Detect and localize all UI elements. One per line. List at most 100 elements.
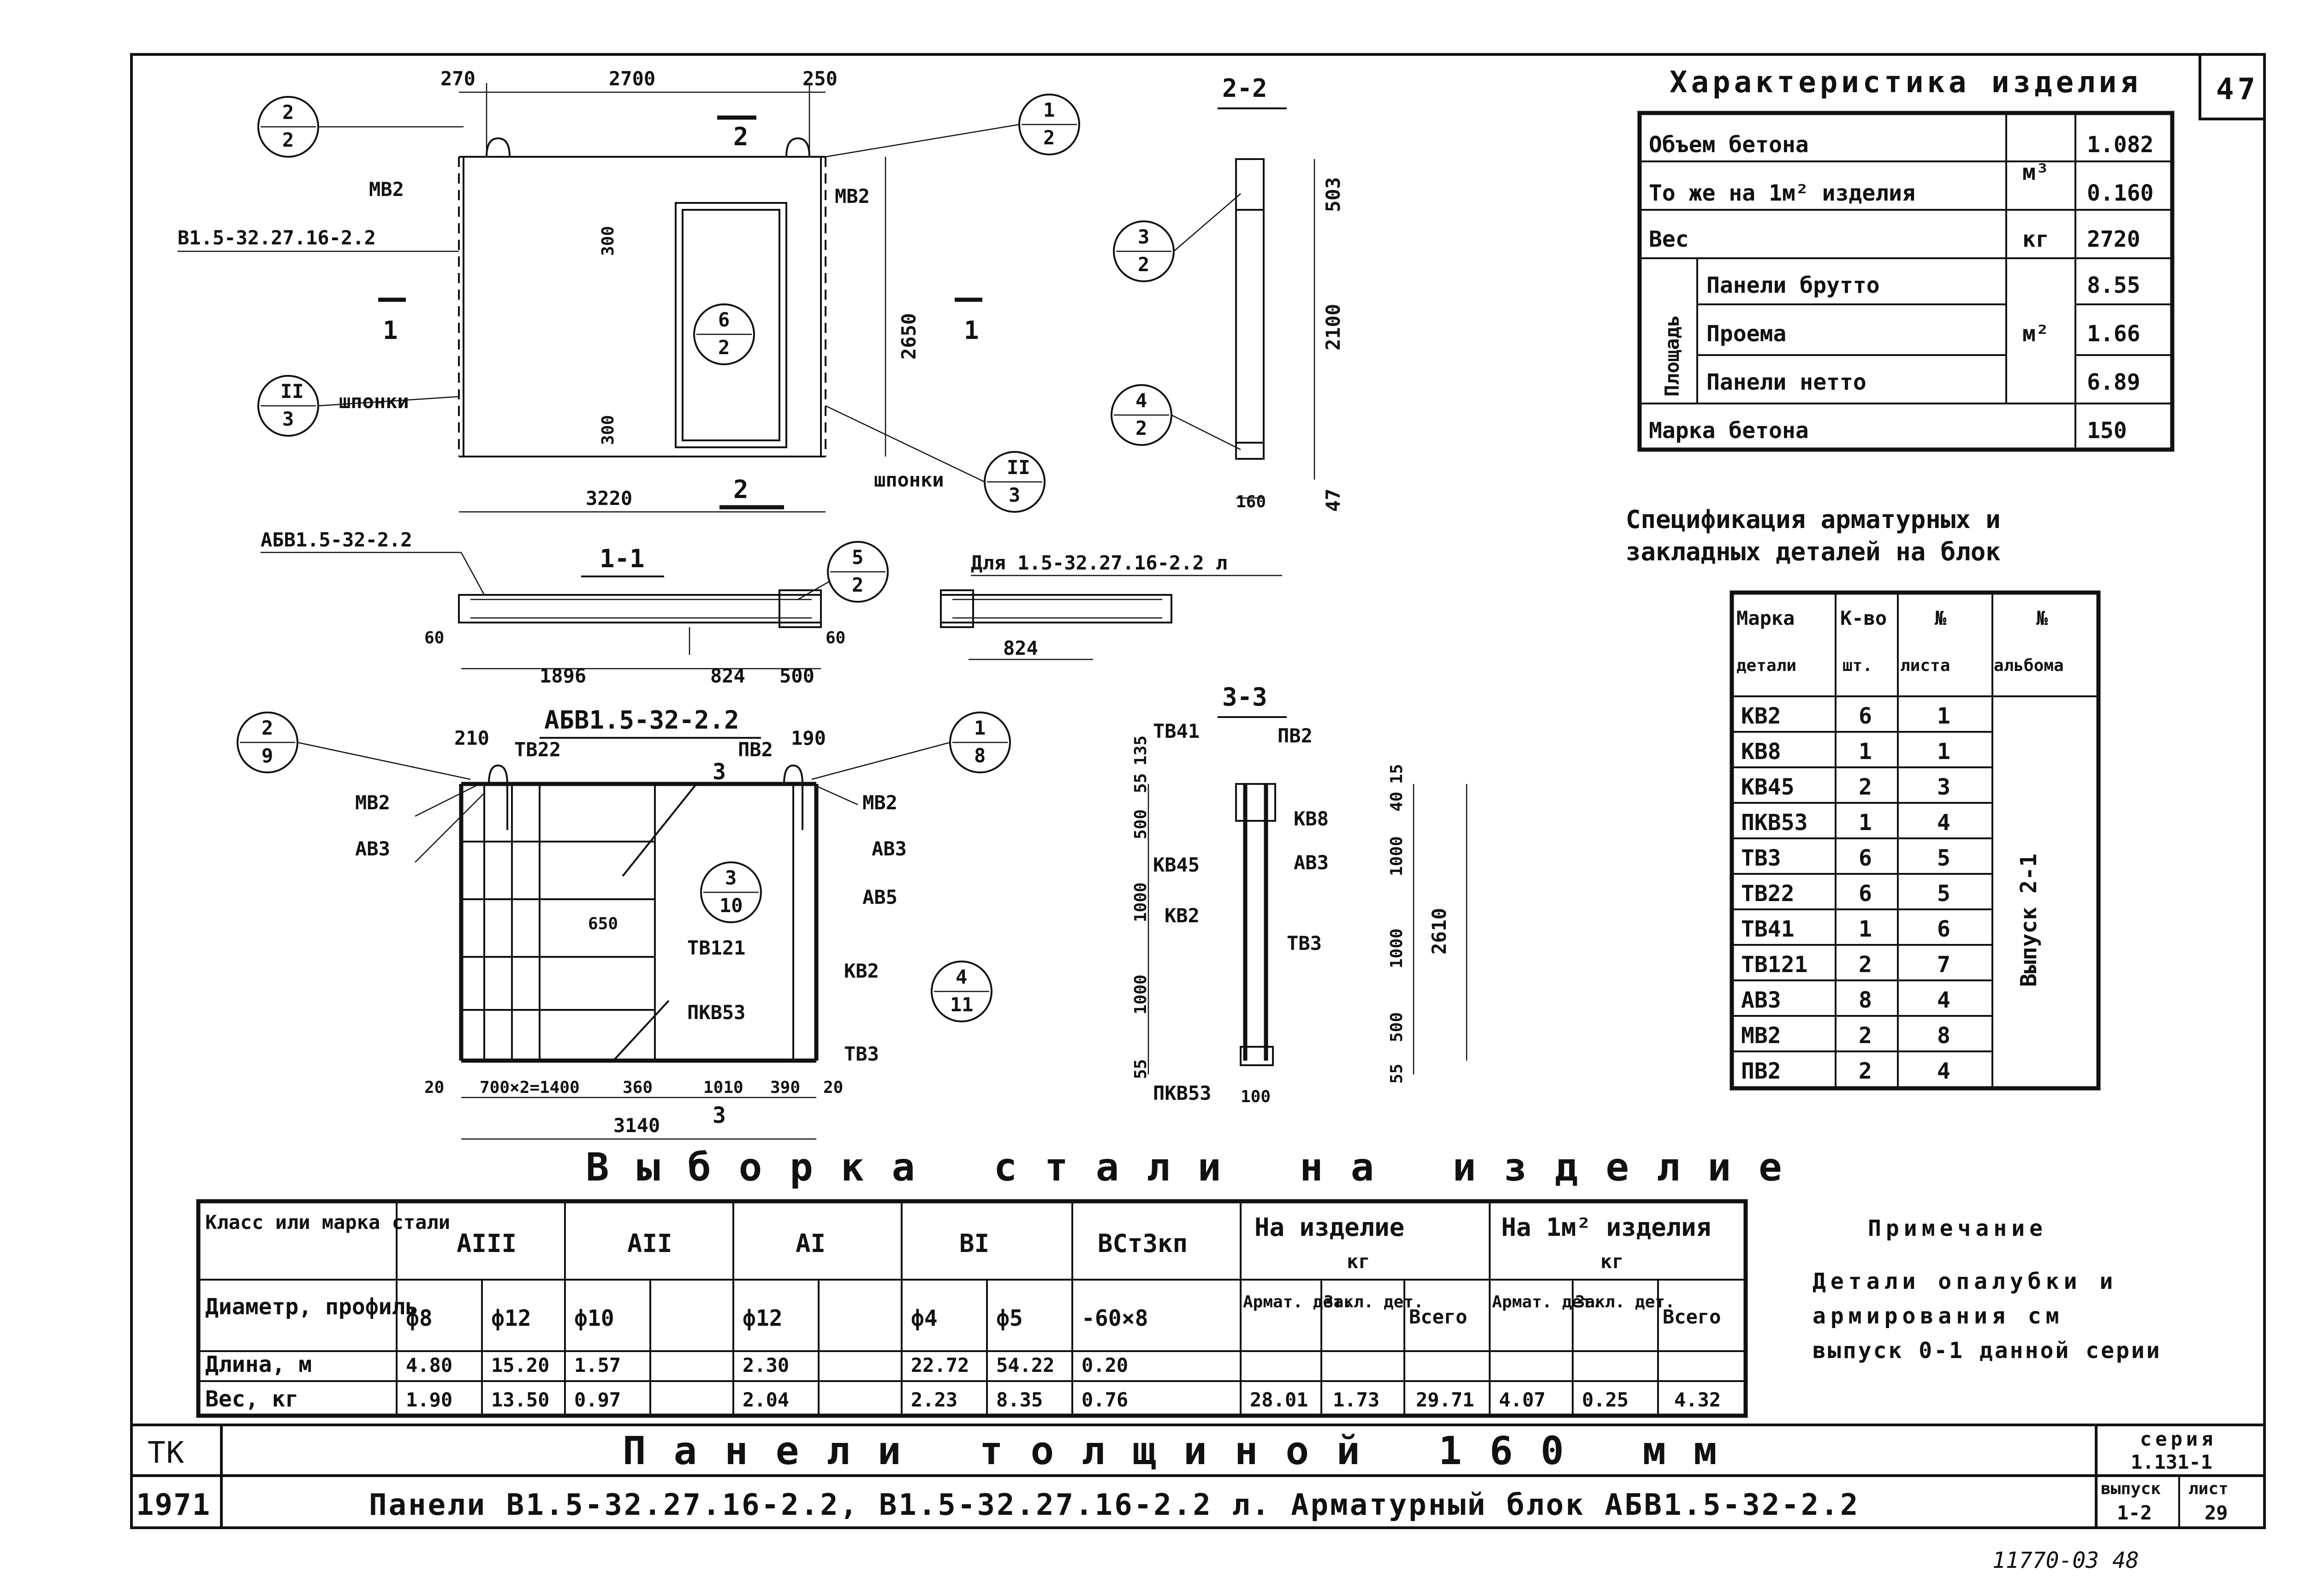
spec-cell-qty: 1 <box>1859 916 1872 942</box>
s22-dim-2: 47 <box>1322 488 1344 512</box>
steel-cell-diameters: ф5 <box>996 1305 1023 1331</box>
spec-cell-mark: ТВ41 <box>1741 916 1795 942</box>
block-label-pkv53: ПКВ53 <box>687 1001 745 1024</box>
elev-dim-bottom: 3220 <box>586 487 632 510</box>
steel-cell-weights: 8.35 <box>996 1388 1043 1411</box>
callout-circle: 4 2 <box>1111 384 1172 446</box>
section-l-drawing <box>940 589 1172 660</box>
block-dim-bottom-3: 1010 <box>703 1078 743 1097</box>
char-value-3: 8.55 <box>2087 273 2140 298</box>
sheet-number-box <box>2199 53 2266 120</box>
callout-circle: II 3 <box>984 451 1046 513</box>
spec-h-qty1: К-во <box>1840 607 1887 629</box>
block-label-tv3: ТВ3 <box>844 1043 879 1065</box>
svg-text:3: 3 <box>725 866 737 889</box>
spec-cell-mark: ТВ22 <box>1741 881 1795 907</box>
svg-text:2: 2 <box>262 717 273 739</box>
tb-series-label: серия <box>2140 1428 2217 1450</box>
steel-cell-diameters: ф12 <box>743 1305 783 1331</box>
s33-dim-bottom: 100 <box>1241 1087 1271 1106</box>
tb-sheet-label: лист <box>2188 1479 2229 1498</box>
steel-weight-label: Вес, кг <box>205 1386 298 1412</box>
tb-subtitle: Панели В1.5-32.27.16-2.2, В1.5-32.27.16-… <box>369 1488 1860 1522</box>
spec-h-qty2: шт. <box>1842 656 1872 675</box>
spec-cell-sheet: 5 <box>1937 845 1950 871</box>
s33-dim-right-2: 1000 <box>1387 836 1406 876</box>
spec-cell-qty: 2 <box>1859 1023 1872 1049</box>
note-line-1: армирования см <box>1813 1303 2064 1329</box>
steel-cell-lengths: 54.22 <box>996 1354 1054 1376</box>
elev-dim-height: 2650 <box>897 313 920 360</box>
char-unit-0: м³ <box>2022 160 2049 185</box>
spec-cell-qty: 1 <box>1859 810 1872 836</box>
elev-label-mv2-left: МВ2 <box>369 178 404 201</box>
per-item-val-0: 28.01 <box>1250 1388 1308 1411</box>
s33-label-tv3: ТВ3 <box>1287 932 1322 955</box>
s22-dim-0: 503 <box>1322 177 1344 212</box>
elev-dim-top-0: 270 <box>440 67 475 90</box>
char-label-5: Панели нетто <box>1706 369 1866 395</box>
steel-cell-diameters: ф10 <box>574 1305 614 1331</box>
block-title: АБВ1.5-32-2.2 <box>544 706 739 735</box>
spec-cell-mark: ТВ121 <box>1741 952 1808 978</box>
spec-h-mark2: детали <box>1736 656 1796 675</box>
section-11-drawing <box>458 589 822 670</box>
s33-dim-left-0: 55 <box>1131 773 1150 793</box>
note-line-0: Детали опалубки и <box>1813 1269 2117 1294</box>
s33-dim-left-2: 500 <box>1131 809 1150 839</box>
spec-cell-sheet: 1 <box>1937 703 1950 729</box>
s11-dim-2: 824 <box>710 665 745 687</box>
spec-cell-qty: 6 <box>1859 881 1872 907</box>
block-dim-bottom-4: 390 <box>770 1078 800 1097</box>
steel-cell-lengths: 15.20 <box>491 1354 549 1376</box>
characteristics-title: Характеристика изделия <box>1670 65 2142 100</box>
per-m2-h-0: Армат. дет. <box>1492 1293 1602 1311</box>
s11-dim-4: 60 <box>826 629 845 647</box>
spec-title-2: закладных деталей на блок <box>1626 537 2001 566</box>
spec-cell-mark: КВ2 <box>1741 703 1781 729</box>
svg-text:1: 1 <box>1043 99 1055 121</box>
spec-cell-sheet: 1 <box>1937 739 1950 765</box>
per-item-kg: кг <box>1347 1250 1370 1273</box>
s-l-dim: 824 <box>1003 637 1038 659</box>
block-label-mv2-right: МВ2 <box>862 791 897 814</box>
block-label-mv2-left: МВ2 <box>355 791 390 814</box>
s33-dim-right-4: 500 <box>1387 1012 1406 1042</box>
spec-cell-qty: 2 <box>1859 774 1872 800</box>
spec-title-1: Спецификация арматурных и <box>1626 505 2001 534</box>
tb-year: 1971 <box>136 1488 211 1522</box>
steel-class-3: ВI <box>959 1229 989 1258</box>
char-value-1: 0.160 <box>2087 180 2154 206</box>
block-label-pv2: ПВ2 <box>738 738 773 761</box>
svg-text:II: II <box>280 380 304 403</box>
spec-cell-mark: ПВ2 <box>1741 1058 1781 1084</box>
svg-text:2: 2 <box>718 336 730 359</box>
spec-cell-qty: 1 <box>1859 739 1872 765</box>
section-mark-2-top: 2 <box>733 122 749 151</box>
steel-cell-weights: 0.97 <box>574 1388 621 1411</box>
spec-h-sheet1: № <box>1934 607 1946 629</box>
section-22-drawing <box>1235 158 1315 499</box>
s22-dim-1: 2100 <box>1322 304 1344 350</box>
s11-block-label: АБВ1.5-32-2.2 <box>261 528 412 551</box>
block-dim-bottom-0: 20 <box>424 1078 444 1097</box>
callout-circle: 2 9 <box>237 712 298 773</box>
block-dim-bottom-1: 700×2=1400 <box>480 1078 580 1097</box>
spec-cell-sheet: 3 <box>1937 774 1950 800</box>
s11-dim-0: 60 <box>424 629 444 647</box>
svg-text:2: 2 <box>1135 417 1147 439</box>
spec-cell-sheet: 4 <box>1937 987 1950 1013</box>
spec-cell-mark: КВ45 <box>1741 774 1795 800</box>
spec-cell-sheet: 5 <box>1937 881 1950 907</box>
svg-text:3: 3 <box>1009 484 1020 506</box>
spec-cell-mark: МВ2 <box>1741 1023 1781 1049</box>
svg-text:11: 11 <box>950 993 974 1016</box>
tb-sheet-value: 29 <box>2205 1501 2228 1524</box>
steel-cell-diameters: ф12 <box>491 1305 531 1331</box>
per-item-h-0: Армат. дет. <box>1243 1293 1353 1311</box>
steel-length-label: Длина, м <box>205 1352 312 1377</box>
spec-cell-qty: 6 <box>1859 703 1872 729</box>
spec-cell-sheet: 7 <box>1937 952 1950 978</box>
char-value-0: 1.082 <box>2087 132 2154 158</box>
sheet-frame <box>130 53 2266 1529</box>
